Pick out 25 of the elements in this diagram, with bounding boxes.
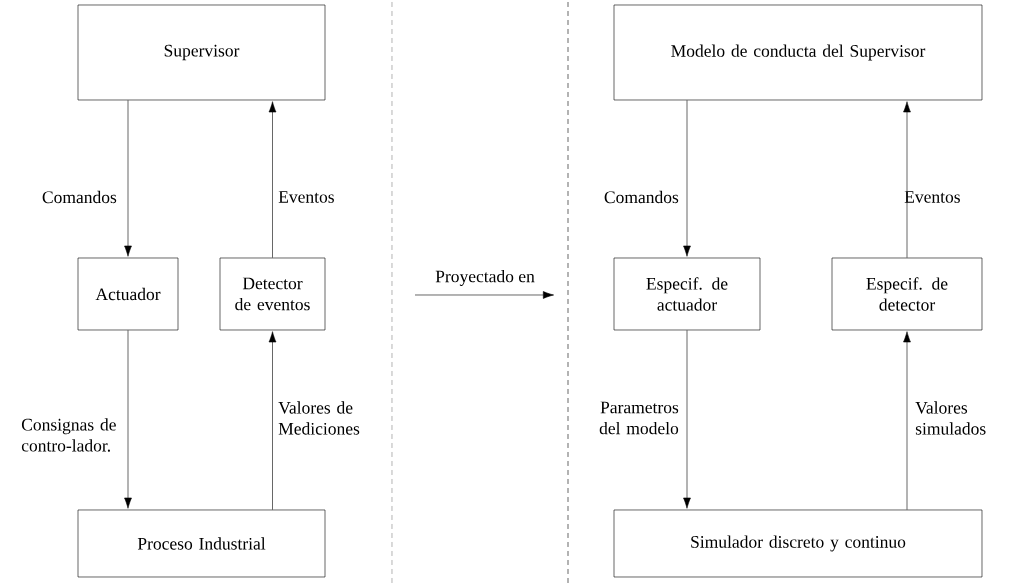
process-box: Simulador discreto y continuo [613,509,983,578]
arrow [903,331,911,510]
arrow [683,330,691,509]
process-box: Modelo de conducta del Supervisor [613,4,983,101]
process-box: Proceso Industrial [77,509,326,578]
process-box: Actuador [77,257,179,331]
edge-label: Valores de Mediciones [278,401,360,435]
arrow [268,101,277,258]
edge-label: Valores simulados [915,401,986,435]
arrow [903,101,911,258]
process-box: Especif. de detector [831,257,983,331]
edge-label: Consignas de contro-lador. [21,418,116,452]
edge-label: Eventos [904,191,960,203]
arrow [268,331,277,510]
edge-label: Eventos [278,191,334,203]
process-box: Detector de eventos [219,257,326,331]
arrow [683,100,691,257]
edge-label: Comandos [604,190,679,204]
edge-label: Comandos [42,190,117,204]
arrow [124,330,132,509]
process-box: Supervisor [77,4,326,101]
annotation-text: Proyectado en [435,270,535,286]
arrow [124,100,132,257]
edge-label: Parametros del modelo [599,401,679,435]
process-box: Especif. de actuador [613,257,761,331]
